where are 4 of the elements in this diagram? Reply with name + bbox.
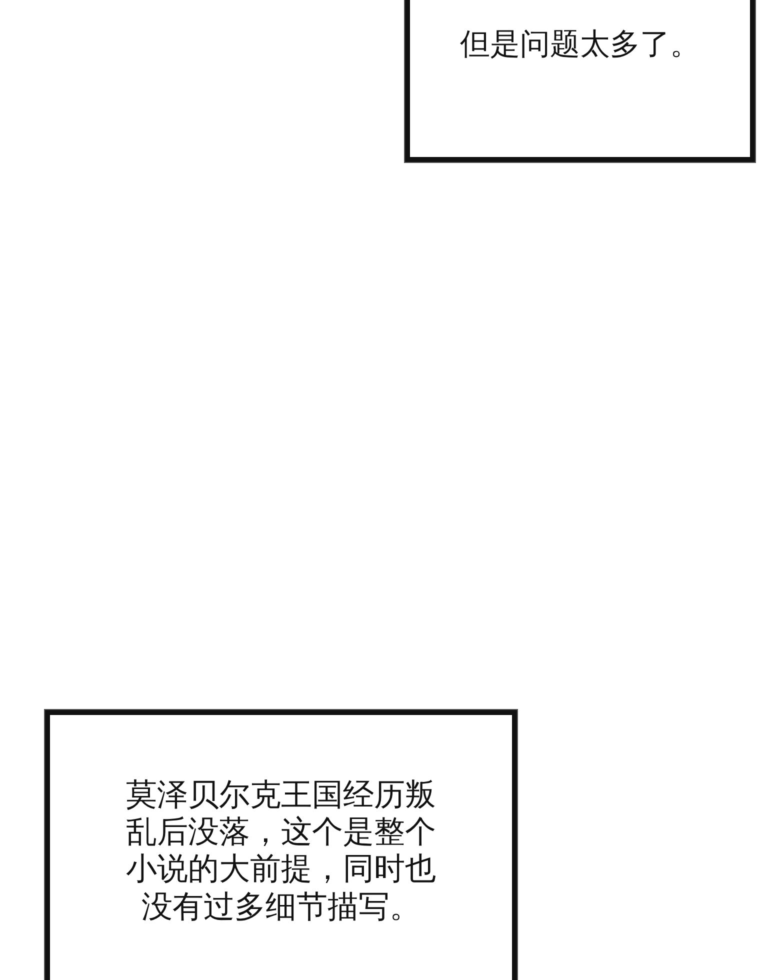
caption-box — [45, 710, 517, 980]
caption-box — [405, 0, 755, 162]
caption-text: 莫泽贝尔克王国经历叛乱后没落，这个是整个小说的大前提，同时也没有过多细节描写。 — [125, 777, 437, 926]
caption-text: 但是问题太多了。 — [460, 27, 700, 63]
